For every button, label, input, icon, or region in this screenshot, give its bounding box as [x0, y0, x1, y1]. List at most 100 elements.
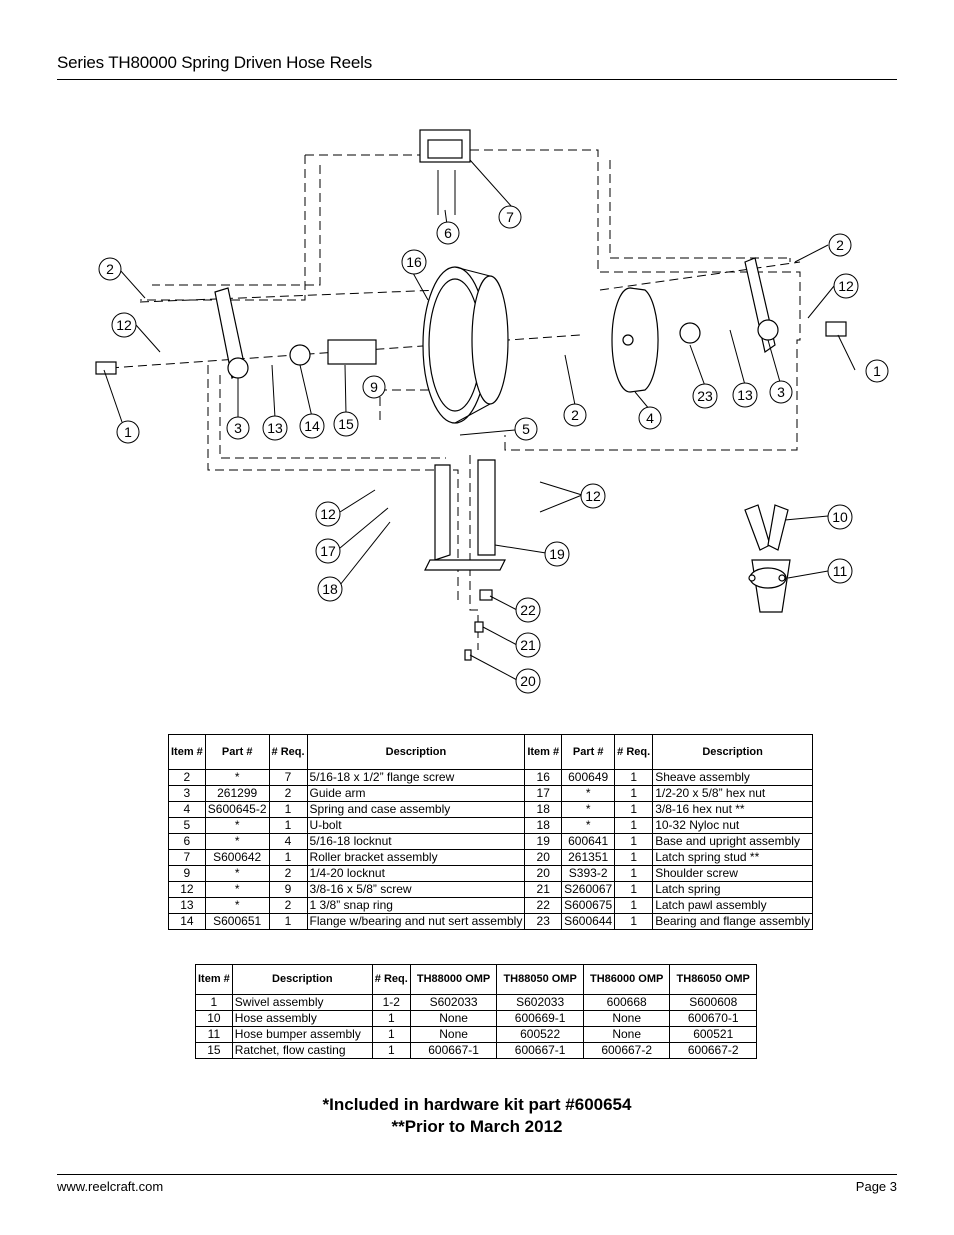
- table-cell: 600521: [669, 1026, 757, 1043]
- assembly-guide-line: [207, 365, 459, 600]
- table-cell: 1: [268, 817, 308, 834]
- column-header: TH86050 OMP: [669, 964, 757, 995]
- table-cell: S602033: [409, 994, 498, 1011]
- table-cell: Guide arm: [306, 785, 526, 802]
- table-cell: 14: [168, 913, 206, 930]
- swivel-left: [95, 361, 117, 375]
- callout: 4: [638, 406, 662, 430]
- column-header: # Req.: [268, 734, 308, 770]
- table-cell: 22: [524, 897, 563, 914]
- assembly-guide-line: [140, 155, 321, 301]
- exploded-parts-diagram: 7 6 2 12 1 2 12 1 3 13 14 15 9 16 5 2 4 …: [95, 129, 889, 694]
- table-cell: 17: [524, 785, 563, 802]
- roller-bracket: [419, 129, 471, 215]
- table-cell: *: [561, 801, 616, 818]
- table-cell: S393-2: [561, 865, 616, 882]
- column-header: TH88050 OMP: [496, 964, 584, 995]
- table-cell: 15: [195, 1042, 233, 1059]
- column-header: Part #: [561, 734, 616, 770]
- callout: 21: [515, 632, 541, 658]
- svg-text:11: 11: [833, 563, 848, 579]
- callout: 16: [401, 249, 427, 275]
- table-cell: 7: [268, 769, 308, 786]
- table-cell: 600641: [561, 833, 616, 850]
- table-cell: 5/16-18 locknut: [306, 833, 526, 850]
- callout: 20: [515, 668, 541, 694]
- table-cell: S600642: [204, 849, 270, 866]
- svg-text:12: 12: [585, 488, 601, 504]
- table-cell: *: [561, 785, 616, 802]
- table-cell: 18: [524, 817, 563, 834]
- table-header-row: Item # Description # Req. TH88000 OMP TH…: [195, 964, 757, 995]
- header-rule: [57, 79, 897, 80]
- table-cell: 1: [371, 1010, 411, 1027]
- table-cell: Swivel assembly: [231, 994, 373, 1011]
- column-header: TH88000 OMP: [409, 964, 498, 995]
- callout: 12: [833, 273, 859, 299]
- hardware-kit-note: *Included in hardware kit part #600654: [322, 1095, 632, 1114]
- callout: 12: [580, 483, 606, 509]
- callout: 11: [827, 558, 853, 584]
- column-header: Part #: [204, 734, 270, 770]
- table-cell: None: [582, 1010, 671, 1027]
- table-cell: 20: [524, 865, 563, 882]
- svg-text:19: 19: [549, 546, 565, 562]
- svg-text:12: 12: [320, 506, 336, 522]
- table-cell: 1: [614, 817, 654, 834]
- footer-url: www.reelcraft.com: [57, 1179, 164, 1194]
- table-cell: *: [204, 897, 270, 914]
- table-cell: 600668: [582, 994, 671, 1011]
- svg-text:22: 22: [520, 602, 536, 618]
- footer-rule: [57, 1174, 897, 1175]
- latch-spring: [474, 621, 484, 633]
- svg-text:7: 7: [506, 209, 514, 225]
- table-cell: 5/16-18 x 1/2” flange screw: [306, 769, 526, 786]
- table-cell: Hose bumper assembly: [231, 1026, 373, 1043]
- table-cell: 1-2: [371, 994, 411, 1011]
- table-cell: S600644: [561, 913, 616, 930]
- table-cell: 1: [614, 881, 654, 898]
- svg-text:12: 12: [116, 317, 132, 333]
- table-cell: Latch spring: [652, 881, 813, 898]
- svg-text:13: 13: [737, 387, 753, 403]
- hose-assembly: [744, 504, 791, 613]
- assembly-guide-line: [379, 389, 430, 420]
- table-cell: 1: [614, 769, 654, 786]
- table-cell: 1/4-20 locknut: [306, 865, 526, 882]
- table-cell: 3/8-16 hex nut **: [652, 801, 813, 818]
- callout: 2: [563, 403, 587, 427]
- table-cell: 261351: [561, 849, 616, 866]
- callout: 2: [98, 257, 122, 281]
- svg-text:20: 20: [520, 673, 536, 689]
- svg-text:2: 2: [571, 407, 579, 423]
- callout: 9: [362, 375, 386, 399]
- table-cell: 18: [524, 801, 563, 818]
- table-cell: None: [409, 1026, 498, 1043]
- ratchet-flow-casting: [327, 339, 377, 365]
- table-cell: *: [204, 833, 270, 850]
- assembly-guide-line: [469, 455, 479, 650]
- callout: 7: [498, 205, 522, 229]
- column-header: Item #: [524, 734, 563, 770]
- table-cell: 2: [268, 897, 308, 914]
- table-cell: 16: [524, 769, 563, 786]
- table-cell: Latch pawl assembly: [652, 897, 813, 914]
- leader-lines: [103, 159, 856, 681]
- table-cell: 600522: [496, 1026, 584, 1043]
- base-and-upright: [424, 459, 506, 571]
- svg-text:16: 16: [406, 254, 422, 270]
- table-cell: *: [204, 817, 270, 834]
- table-cell: 1: [614, 897, 654, 914]
- table-cell: 4: [168, 801, 206, 818]
- table-cell: Ratchet, flow casting: [231, 1042, 373, 1059]
- table-cell: 1: [371, 1026, 411, 1043]
- callout: 22: [515, 597, 541, 623]
- svg-text:18: 18: [322, 581, 338, 597]
- table-cell: 1: [614, 865, 654, 882]
